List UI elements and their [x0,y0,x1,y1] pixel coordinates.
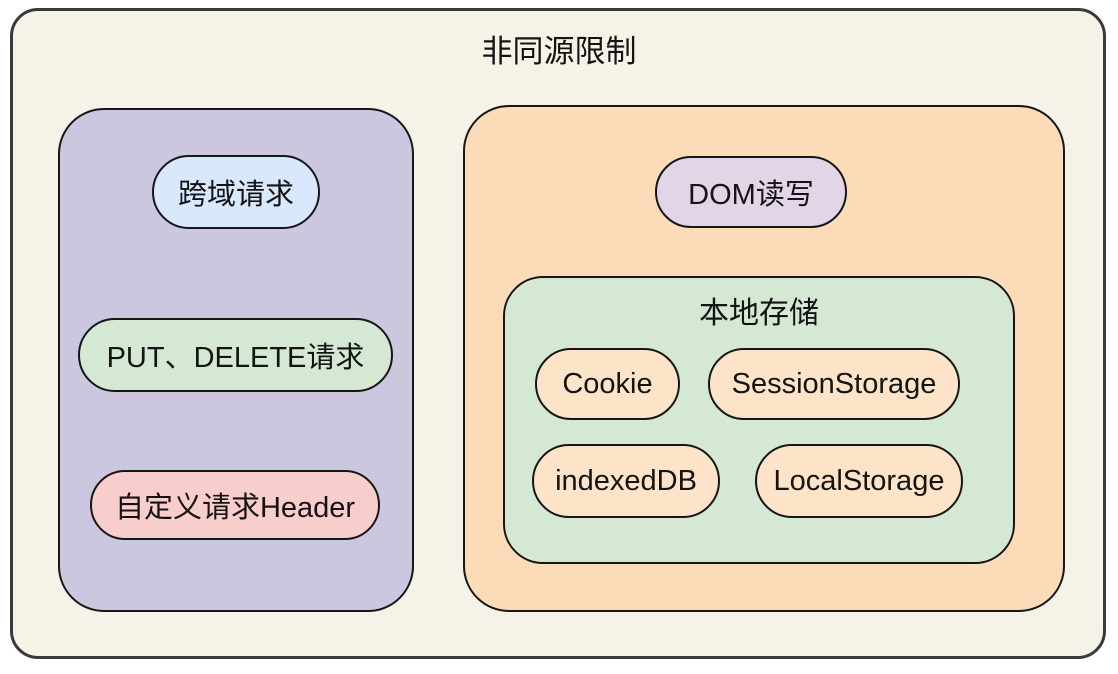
node-cross-origin-request: 跨域请求 [152,155,320,229]
node-session-storage: SessionStorage [708,348,960,420]
diagram-title: 非同源限制 [481,34,637,69]
node-local-storage: LocalStorage [755,444,963,518]
node-put-delete-request: PUT、DELETE请求 [78,318,393,392]
node-dom-read-write: DOM读写 [655,156,847,228]
node-indexeddb: indexedDB [532,444,720,518]
local-storage-group-title: 本地存储 [699,297,819,330]
node-custom-request-header: 自定义请求Header [90,470,380,540]
node-cookie: Cookie [535,348,680,420]
